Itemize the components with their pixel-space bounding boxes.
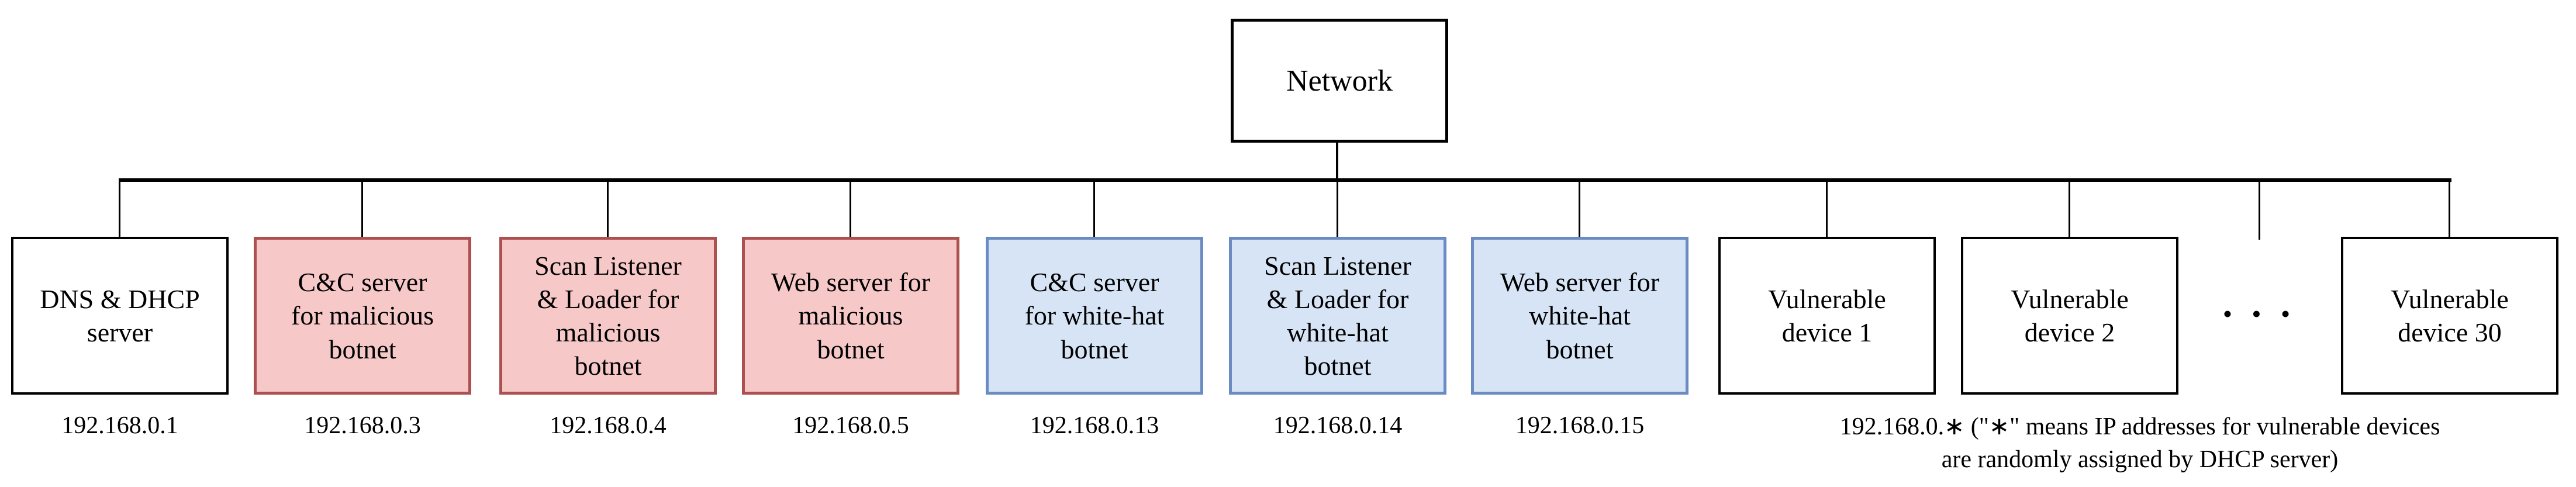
connector-line-web-malicious: [850, 180, 851, 238]
node-box-vulnerable-device-2: Vulnerable device 2: [1961, 237, 2178, 395]
node-box-vulnerable-device-30: Vulnerable device 30: [2341, 237, 2558, 395]
connector-line-vulnerable-2: [2069, 180, 2070, 238]
node-box-web-server-malicious: Web server for malicious botnet: [742, 237, 959, 395]
connector-line-vulnerable-30: [2449, 180, 2450, 238]
connector-line-vulnerable-1: [1826, 180, 1828, 238]
node-box-dns-dhcp-server: DNS & DHCP server: [11, 237, 229, 395]
node-label: Vulnerable device 1: [1768, 284, 1886, 347]
ip-label-scan-loader-malicious: 192.168.0.4: [550, 412, 667, 439]
ellipsis-dots: • • •: [2222, 299, 2297, 329]
node-label: Vulnerable device 30: [2391, 284, 2509, 347]
node-label: Web server for white-hat botnet: [1500, 267, 1660, 364]
connector-line-cc-malicious: [361, 180, 363, 238]
node-label: C&C server for malicious botnet: [291, 267, 434, 364]
ip-label-scan-loader-whitehat: 192.168.0.14: [1273, 412, 1403, 439]
connector-line-scan-loader-malicious: [607, 180, 609, 238]
vulnerable-ip-note: 192.168.0.∗ ("∗" means IP addresses for …: [1839, 413, 2440, 473]
node-box-web-server-whitehat: Web server for white-hat botnet: [1471, 237, 1688, 395]
ip-label-web-whitehat: 192.168.0.15: [1515, 412, 1645, 439]
connector-line-vulnerable-others: [2259, 180, 2260, 240]
node-box-cc-server-whitehat: C&C server for white-hat botnet: [986, 237, 1203, 395]
node-label: Web server for malicious botnet: [771, 267, 931, 364]
node-box-scan-listener-loader-whitehat: Scan Listener & Loader for white-hat bot…: [1229, 237, 1446, 395]
node-label: Vulnerable device 2: [2011, 284, 2129, 347]
node-box-scan-listener-loader-malicious: Scan Listener & Loader for malicious bot…: [499, 237, 717, 395]
ip-label-dns-dhcp: 192.168.0.1: [61, 412, 178, 439]
bus-line: [119, 178, 2451, 182]
ip-label-cc-whitehat: 192.168.0.13: [1030, 412, 1159, 439]
node-label: C&C server for white-hat botnet: [1024, 267, 1165, 364]
connector-line-web-whitehat: [1579, 180, 1580, 238]
connector-line-dns-dhcp: [119, 180, 120, 238]
network-root-box: Network: [1231, 19, 1448, 143]
node-label: DNS & DHCP server: [40, 284, 200, 347]
network-root-label: Network: [1286, 64, 1393, 98]
connector-line-scan-loader-whitehat: [1337, 180, 1338, 238]
ip-label-web-malicious: 192.168.0.5: [792, 412, 909, 439]
root-connector-line: [1336, 140, 1338, 181]
ip-label-cc-malicious: 192.168.0.3: [304, 412, 421, 439]
node-box-cc-server-malicious: C&C server for malicious botnet: [254, 237, 471, 395]
node-box-vulnerable-device-1: Vulnerable device 1: [1718, 237, 1936, 395]
node-label: Scan Listener & Loader for malicious bot…: [534, 250, 682, 381]
connector-line-cc-whitehat: [1093, 180, 1095, 238]
node-label: Scan Listener & Loader for white-hat bot…: [1264, 250, 1411, 381]
